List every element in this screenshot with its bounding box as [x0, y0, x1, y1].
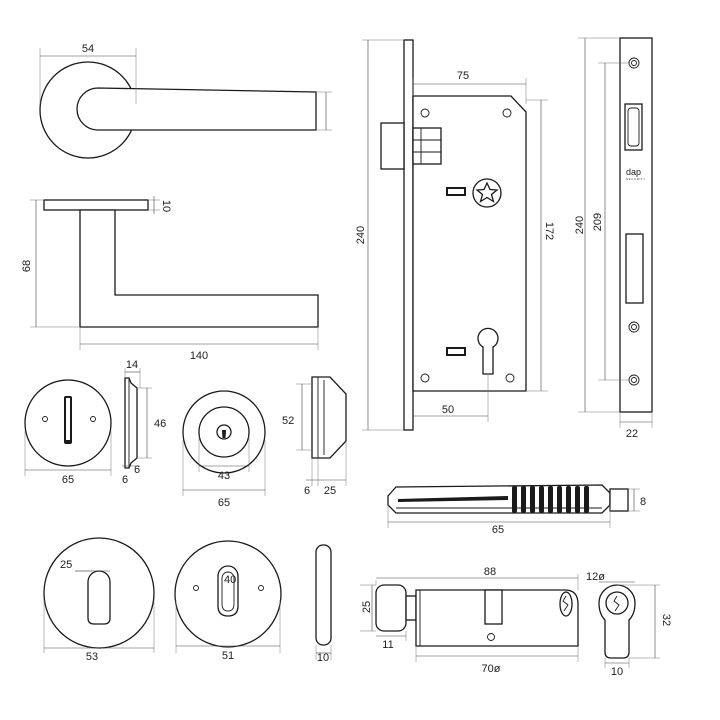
keyway-face [559, 591, 573, 617]
dim-esc1-inner: 25 [60, 559, 72, 571]
latch-bolt [380, 122, 405, 170]
cam-slot [484, 589, 503, 625]
dim-strike-height: 240 [574, 216, 586, 234]
dim-knob-w2: 25 [324, 485, 336, 497]
dim-cyl-total: 88 [484, 566, 496, 578]
lever-top-view: 54 [39, 43, 332, 159]
dim-thumb-rose-dia: 65 [62, 474, 74, 486]
screw-hole [258, 585, 264, 591]
dim-cyl-side-dia: 12ø [586, 571, 605, 583]
cylinder-rose: 43 65 [182, 390, 266, 509]
lever-arm [76, 87, 317, 131]
euro-cutout-inner [221, 571, 235, 612]
escutcheon-euro-2: 40 51 [174, 540, 282, 662]
dim-strike-width: 22 [626, 428, 638, 440]
cylinder-end-view: 32 12ø 10 [586, 571, 672, 678]
thumb-piece: 8 65 [387, 484, 646, 536]
dim-lever-length: 140 [190, 350, 208, 362]
thumb-side-profile [124, 377, 138, 469]
dim-strike-holes: 209 [592, 213, 604, 231]
knob-body [311, 376, 347, 459]
dim-cyl-rose-dia: 65 [218, 497, 230, 509]
dim-case-height: 172 [543, 222, 555, 240]
cyl-rose-outline [182, 390, 266, 474]
escutcheon-side-profile [315, 544, 332, 646]
case-screw [502, 108, 512, 118]
lever-side-view: 10 68 140 [21, 196, 319, 362]
follower-hub [472, 178, 502, 208]
dim-cyl-body: 70ø [482, 663, 501, 675]
cylinder-profile [598, 584, 636, 659]
dim-knob-height: 52 [282, 415, 294, 427]
dim-thumb-piece-len: 65 [492, 524, 504, 536]
lock-case [412, 95, 527, 392]
dim-backset: 75 [457, 70, 469, 82]
dim-thumb-piece-w: 8 [640, 496, 646, 508]
cyl-rose-inner [198, 406, 250, 458]
screw-hole [42, 416, 48, 422]
star-follower [475, 181, 499, 203]
faceplate [403, 39, 414, 431]
dim-rose-thickness: 10 [160, 200, 172, 212]
strike-body [619, 37, 653, 413]
escutcheon-outline [174, 540, 282, 648]
dim-mortise-height: 240 [355, 226, 367, 244]
thumb-turn-rose: 65 14 46 6 6 [24, 359, 166, 486]
dim-cyl-inner: 43 [218, 470, 230, 482]
euro-cylinder: 88 25 11 70ø [360, 566, 579, 675]
dim-thumb-height: 46 [154, 418, 166, 430]
strike-screw [628, 321, 640, 333]
dim-cyl-knob-w: 11 [382, 639, 393, 651]
dim-thumb-w1: 6 [122, 474, 128, 486]
dim-esc2-dia: 51 [222, 650, 234, 662]
brand-logo: dap [626, 167, 641, 177]
fixing-hole [487, 633, 495, 641]
dim-esc2-inner: 40 [224, 574, 236, 586]
dim-thumb-w2: 6 [134, 464, 140, 476]
screw-hole [90, 416, 96, 422]
escutcheon-side: 10 [315, 544, 332, 664]
escutcheon-outline [43, 537, 155, 649]
thumb-piece-groove [398, 496, 508, 502]
keyhole-plug [216, 424, 232, 440]
lever-rose-side [43, 199, 149, 211]
dim-esc-thickness: 10 [317, 652, 329, 664]
brand-tagline: SECURITY [626, 177, 646, 181]
cylinder-knob [375, 584, 407, 632]
strike-plate: dap SECURITY 240 209 22 [574, 37, 653, 440]
dim-rose-dia: 54 [82, 43, 94, 55]
case-screw [420, 373, 430, 383]
euro-cutout-outer [217, 565, 239, 617]
latch-opening [624, 103, 643, 151]
dim-cyl-side-h: 32 [660, 614, 672, 626]
screw-hole [193, 585, 199, 591]
knob-side-profile: 52 6 25 [282, 376, 347, 497]
case-screw [505, 373, 515, 383]
dim-mortise-b: 50 [442, 404, 454, 416]
dim-lever-height: 68 [21, 260, 33, 272]
dim-thumb-depth: 14 [126, 359, 138, 371]
plug-circle [605, 591, 629, 615]
dim-esc1-dia: 53 [86, 651, 98, 663]
dim-cyl-side-w: 10 [611, 666, 623, 678]
dim-cyl-knob-h: 25 [361, 601, 373, 613]
escutcheon-euro-1: 25 53 [43, 537, 155, 663]
lever-body-side [79, 209, 319, 328]
knob-neck [405, 595, 417, 621]
grip-ridges [512, 486, 589, 513]
euro-cutout [87, 570, 111, 625]
bolt-block [412, 127, 442, 165]
thumb-piece-tip [609, 488, 629, 512]
mortise-lock: 240 75 172 50 [355, 39, 555, 431]
bolt-opening [625, 233, 644, 304]
euro-cylinder-cutout [477, 327, 499, 375]
thumb-rose-outline [24, 379, 112, 467]
case-screw [420, 108, 430, 118]
dim-knob-w1: 6 [304, 485, 310, 497]
